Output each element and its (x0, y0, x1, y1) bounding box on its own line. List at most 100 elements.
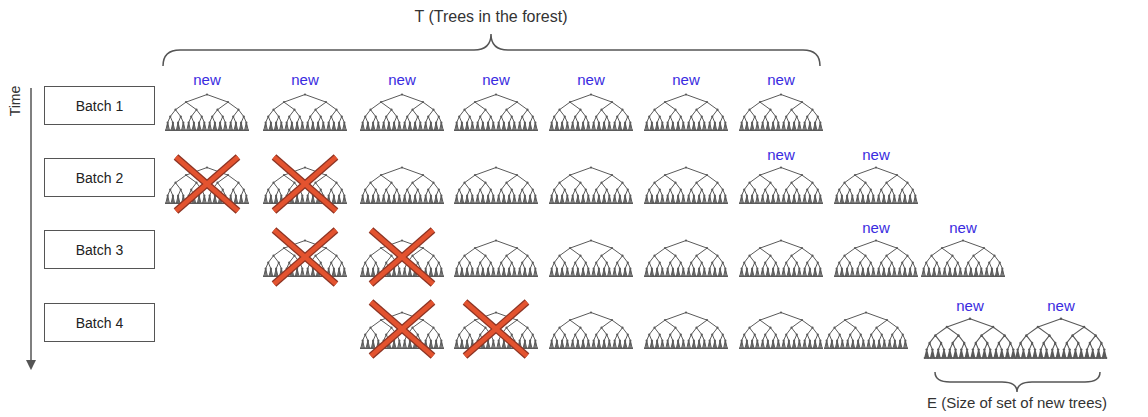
tree-node-dot (891, 261, 893, 263)
tree-node-dot (1040, 348, 1042, 350)
tree-node-dot (500, 115, 502, 117)
tree-node-dot (748, 182, 750, 184)
tree-node-dot (743, 261, 745, 263)
tree-node-dot (703, 340, 705, 342)
tree-node-dot (492, 268, 494, 270)
tree-icon (739, 93, 823, 131)
tree-node-dot (854, 327, 856, 329)
batch-box: Batch 4 (44, 303, 155, 342)
tree-node-dot (369, 109, 371, 111)
tree-node-dot (590, 93, 592, 95)
tree-node-dot (962, 239, 964, 241)
tree-node-dot (809, 268, 811, 270)
tree-node-dot (185, 101, 187, 103)
tree-node-dot (674, 255, 676, 257)
tree-node-dot (880, 261, 882, 263)
tree-node-dot (896, 247, 898, 249)
tree-node-dot (516, 174, 518, 176)
tree-node-dot (362, 340, 364, 342)
tree-node-dot (519, 340, 521, 342)
tree-node-dot (380, 247, 382, 249)
tree-node-dot (793, 268, 795, 270)
tree-node-dot (991, 268, 993, 270)
removed-mark (176, 157, 238, 211)
tree-node-dot (243, 115, 245, 117)
tree-node-dot (796, 333, 798, 335)
tree-node-dot (754, 333, 756, 335)
tree-node-dot (456, 122, 458, 124)
tree-node-dot (333, 122, 335, 124)
tree-node-dot (923, 268, 925, 270)
tree-node-dot (406, 188, 408, 190)
tree-node-dot (714, 340, 716, 342)
tree-node-dot (529, 122, 531, 124)
tree-node-dot (513, 195, 515, 197)
tree-node-dot (943, 348, 945, 350)
tree-node-dot (301, 268, 303, 270)
tree-node-dot (574, 115, 576, 117)
tree-branches (740, 95, 823, 131)
cross-stroke (274, 157, 336, 211)
tree-node-dot (463, 182, 465, 184)
tree-node-dot (430, 195, 432, 197)
tree-node-dot (611, 174, 613, 176)
tree-node-dot (230, 122, 232, 124)
tree-node-dot (598, 340, 600, 342)
tree-node-dot (653, 327, 655, 329)
tree-branches (924, 319, 1015, 359)
tree-node-dot (693, 122, 695, 124)
tree-node-dot (653, 182, 655, 184)
tree-node-dot (177, 122, 179, 124)
cross-group (176, 157, 527, 356)
tree-node-dot (500, 188, 502, 190)
tree-icon (454, 239, 538, 277)
tree-node-dot (719, 122, 721, 124)
tree-node-dot (1057, 348, 1059, 350)
tree-node-dot (1077, 342, 1079, 344)
tree-node-dot (764, 188, 766, 190)
tree-node-dot (307, 122, 309, 124)
tree-node-dot (819, 122, 821, 124)
tree-node-dot (385, 188, 387, 190)
tree-base (644, 348, 728, 350)
tree-node-dot (627, 261, 629, 263)
tree-node-dot (814, 122, 816, 124)
tree-node-dot (788, 268, 790, 270)
tree-node-dot (624, 195, 626, 197)
tree-node-dot (849, 261, 851, 263)
tree-node-dot (854, 174, 856, 176)
tree-node-dot (385, 333, 387, 335)
tree-icon (924, 317, 1016, 358)
tree-node-dot (836, 340, 838, 342)
tree-node-dot (746, 340, 748, 342)
tree-node-dot (806, 188, 808, 190)
tree-node-dot (746, 122, 748, 124)
tree-node-dot (659, 115, 661, 117)
tree-node-dot (398, 122, 400, 124)
tree-node-dot (656, 195, 658, 197)
tree-node-dot (283, 247, 285, 249)
tree-node-dot (891, 188, 893, 190)
tree-node-dot (369, 182, 371, 184)
tree-node-dot (585, 115, 587, 117)
tree-node-dot (756, 340, 758, 342)
tree-node-dot (325, 174, 327, 176)
tree-node-dot (798, 122, 800, 124)
tree-node-dot (372, 122, 374, 124)
tree-node-dot (558, 255, 560, 257)
tree-node-dot (1051, 348, 1053, 350)
tree-node-dot (722, 188, 724, 190)
tree-node-dot (914, 195, 916, 197)
tree-node-dot (762, 340, 764, 342)
tree-node-dot (169, 188, 171, 190)
tree-node-dot (551, 268, 553, 270)
tree-node-dot (404, 122, 406, 124)
tree-node-dot (283, 174, 285, 176)
tree-node-dot (754, 188, 756, 190)
tree-node-dot (951, 342, 953, 344)
tree-node-dot (280, 195, 282, 197)
tree-node-dot (804, 122, 806, 124)
tree-node-dot (888, 268, 890, 270)
tree-node-dot (722, 333, 724, 335)
new-tag: new (388, 71, 416, 88)
